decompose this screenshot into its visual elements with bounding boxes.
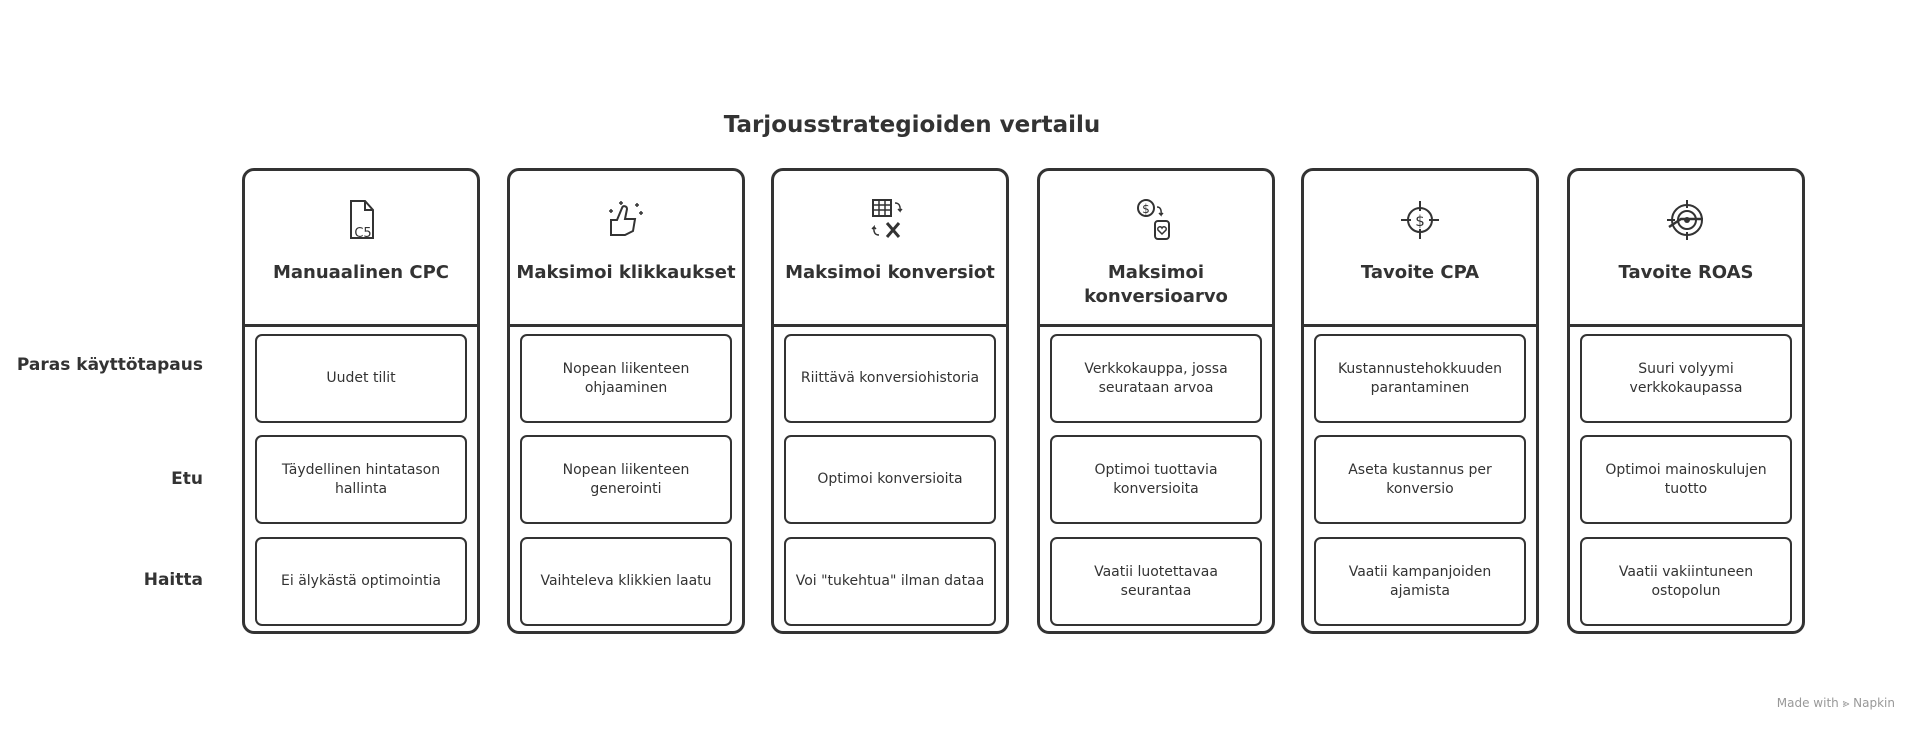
strategy-card: Tavoite ROAS Suuri volyymi verkkokaupassa…	[1567, 168, 1805, 634]
card-header: Maksimoi konversiot	[774, 171, 1006, 327]
card-title: Maksimoi klikkaukset	[516, 262, 736, 283]
diagram-title: Tarjousstrategioiden vertailu	[723, 112, 1101, 138]
svg-text:$: $	[1142, 202, 1150, 216]
row-label-drawback: Haitta	[143, 570, 203, 590]
card-cell: Riittävä konversiohistoria	[784, 334, 996, 423]
thumbs-up-sparkle-icon	[609, 201, 643, 236]
napkin-watermark: Made with ⪢ Napkin	[1776, 696, 1895, 710]
card-title: Tavoite ROAS	[1618, 262, 1754, 283]
card-cell: Optimoi konversioita	[784, 435, 996, 524]
dollar-to-jar-icon: $	[1137, 199, 1170, 240]
target-hand-icon	[1667, 200, 1703, 240]
spreadsheet-convert-icon	[871, 199, 903, 238]
card-cell: Vaatii luotettavaa seurantaa	[1050, 537, 1262, 626]
row-label-best-use: Paras käyttötapaus	[16, 355, 203, 375]
card-cell: Optimoi tuottavia konversioita	[1050, 435, 1262, 524]
card-cell: Vaatii vakiintuneen ostopolun	[1580, 537, 1792, 626]
card-header: $ Maksimoi konversioarvo	[1040, 171, 1272, 327]
dollar-target-icon: $	[1401, 201, 1439, 239]
svg-text:$: $	[1415, 212, 1425, 230]
card-title: Maksimoi konversioarvo	[1084, 262, 1228, 307]
row-label-benefit: Etu	[171, 469, 203, 489]
card-header: Maksimoi klikkaukset	[510, 171, 742, 327]
card-cell: Ei älykästä optimointia	[255, 537, 467, 626]
card-cell: Nopean liikenteen ohjaaminen	[520, 334, 732, 423]
card-cell: Aseta kustannus per konversio	[1314, 435, 1526, 524]
card-cell: Vaihteleva klikkien laatu	[520, 537, 732, 626]
card-cell: Suuri volyymi verkkokaupassa	[1580, 334, 1792, 423]
strategy-card: $ Tavoite CPA Kustannustehokkuuden paranta…	[1301, 168, 1539, 634]
card-cell: Vaatii kampanjoiden ajamista	[1314, 537, 1526, 626]
card-cell: Uudet tilit	[255, 334, 467, 423]
document-c5-icon: C5	[350, 200, 374, 241]
card-cell: Nopean liikenteen generointi	[520, 435, 732, 524]
card-header: $ Tavoite CPA	[1304, 171, 1536, 327]
card-cell: Verkkokauppa, jossa seurataan arvoa	[1050, 334, 1262, 423]
card-cell: Optimoi mainoskulujen tuotto	[1580, 435, 1792, 524]
svg-text:C5: C5	[354, 226, 371, 241]
card-header: Tavoite ROAS	[1570, 171, 1802, 327]
card-cell: Täydellinen hintatason hallinta	[255, 435, 467, 524]
card-cell: Kustannustehokkuuden parantaminen	[1314, 334, 1526, 423]
card-title: Tavoite CPA	[1360, 262, 1480, 283]
card-title: Manuaalinen CPC	[272, 262, 450, 283]
card-title: Maksimoi konversiot	[785, 262, 995, 283]
card-cell: Voi "tukehtua" ilman dataa	[784, 537, 996, 626]
